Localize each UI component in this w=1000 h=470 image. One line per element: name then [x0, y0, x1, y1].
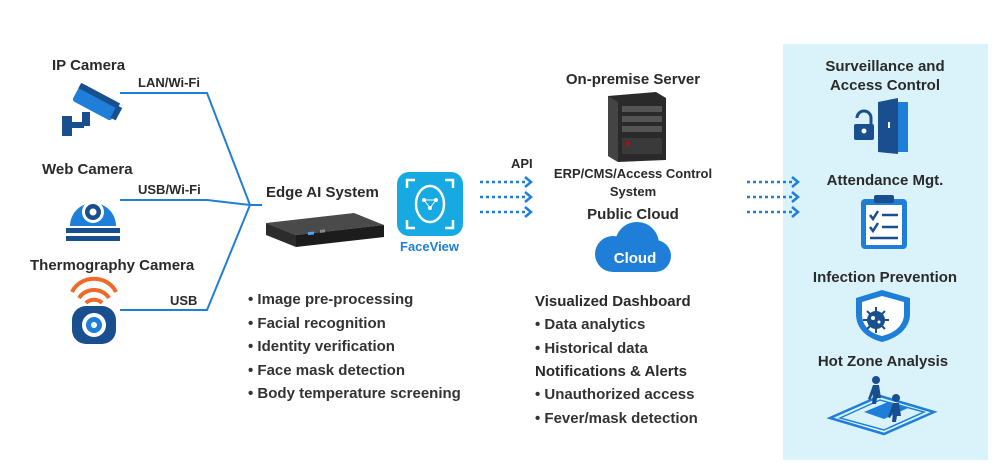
dashboard-list: Data analytics Historical data — [535, 313, 648, 361]
ip-camera-link-label: LAN/Wi-Fi — [138, 75, 200, 90]
person-icon — [868, 376, 881, 404]
server-icon — [608, 92, 666, 162]
attendance-title: Attendance Mgt. — [826, 172, 944, 189]
web-camera-label: Web Camera — [42, 161, 133, 178]
ip-camera-connector — [120, 92, 251, 206]
hot-zone-icon — [826, 376, 938, 436]
api-arrows-icon — [480, 176, 533, 218]
server-system-line2: System — [609, 184, 657, 199]
feature-item: Image pre-processing — [248, 288, 461, 312]
output-item: Data analytics — [535, 313, 648, 337]
public-cloud-title: Public Cloud — [587, 206, 679, 223]
thermography-camera-icon — [70, 276, 118, 344]
outputs-heading-dashboard: Visualized Dashboard — [535, 293, 691, 310]
virus-shield-icon — [856, 290, 910, 342]
outputs-heading-notifications: Notifications & Alerts — [535, 363, 687, 380]
cloud-badge: Cloud — [613, 250, 657, 267]
edge-ai-device-icon — [266, 213, 384, 247]
ip-camera-label: IP Camera — [52, 57, 126, 74]
clipboard-checklist-icon — [861, 195, 907, 249]
web-camera-link-label: USB/Wi-Fi — [138, 182, 201, 197]
infection-prevention-title: Infection Prevention — [812, 269, 958, 286]
feature-item: Identity verification — [248, 335, 461, 359]
edge-feature-list: Image pre-processing Facial recognition … — [248, 288, 461, 406]
application-arrows-icon — [747, 176, 800, 218]
edge-ai-system-title: Edge AI System — [266, 184, 379, 201]
hot-zone-title: Hot Zone Analysis — [817, 353, 949, 370]
web-camera-connector — [120, 199, 251, 206]
feature-item: Face mask detection — [248, 359, 461, 383]
ip-camera-icon — [62, 82, 123, 136]
thermography-camera-label: Thermography Camera — [30, 257, 195, 274]
person-icon — [888, 394, 901, 422]
cloud-icon — [595, 222, 671, 272]
thermography-camera-link-label: USB — [170, 293, 198, 308]
access-door-icon — [854, 98, 908, 154]
output-item: Fever/mask detection — [535, 407, 697, 431]
web-camera-icon — [66, 201, 120, 241]
server-system-line1: ERP/CMS/Access Control — [553, 166, 713, 181]
faceview-label: FaceView — [400, 239, 460, 254]
output-item: Unauthorized access — [535, 383, 698, 407]
feature-item: Facial recognition — [248, 312, 461, 336]
server-title: On-premise Server — [565, 71, 701, 88]
thermo-camera-connector — [120, 204, 251, 311]
notifications-list: Unauthorized access Fever/mask detection — [535, 383, 698, 431]
api-label: API — [511, 156, 533, 171]
surveillance-title-line1: Surveillance and — [825, 58, 945, 75]
feature-item: Body temperature screening — [248, 382, 460, 406]
output-item: Historical data — [535, 337, 647, 361]
faceview-app-icon — [397, 172, 463, 236]
surveillance-title-line2: Access Control — [829, 77, 941, 94]
